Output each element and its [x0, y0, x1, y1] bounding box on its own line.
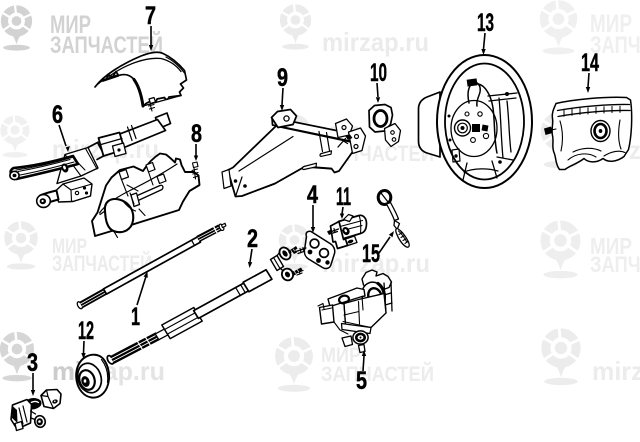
- svg-text:3: 3: [27, 349, 38, 377]
- svg-text:ЗАПЧАСТЕЙ: ЗАПЧАСТЕЙ: [321, 362, 434, 386]
- svg-text:1: 1: [131, 303, 140, 331]
- svg-text:11: 11: [336, 183, 351, 211]
- svg-text:mirzap.ru: mirzap.ru: [322, 27, 429, 57]
- svg-text:9: 9: [277, 64, 288, 92]
- svg-text:6: 6: [52, 101, 63, 129]
- svg-text:4: 4: [307, 181, 318, 209]
- svg-text:ЗАПЧАСТЕЙ: ЗАПЧАСТЕЙ: [590, 252, 640, 277]
- svg-text:МИР: МИР: [52, 234, 87, 258]
- svg-text:5: 5: [356, 367, 367, 395]
- svg-text:2: 2: [247, 225, 258, 253]
- svg-text:МИР: МИР: [50, 11, 91, 39]
- svg-text:МИР: МИР: [590, 10, 632, 38]
- svg-text:13: 13: [477, 9, 494, 37]
- svg-text:10: 10: [370, 59, 387, 87]
- svg-text:МИР: МИР: [590, 233, 632, 259]
- svg-text:8: 8: [191, 120, 202, 148]
- svg-text:15: 15: [362, 240, 380, 268]
- svg-text:ЗАПЧАСТЕЙ: ЗАПЧАСТЕЙ: [590, 31, 640, 59]
- svg-text:14: 14: [581, 49, 599, 77]
- svg-text:7: 7: [145, 2, 156, 30]
- svg-text:12: 12: [78, 317, 94, 345]
- svg-text:МИР: МИР: [321, 343, 361, 367]
- svg-text:mirzap.ru: mirzap.ru: [592, 356, 640, 386]
